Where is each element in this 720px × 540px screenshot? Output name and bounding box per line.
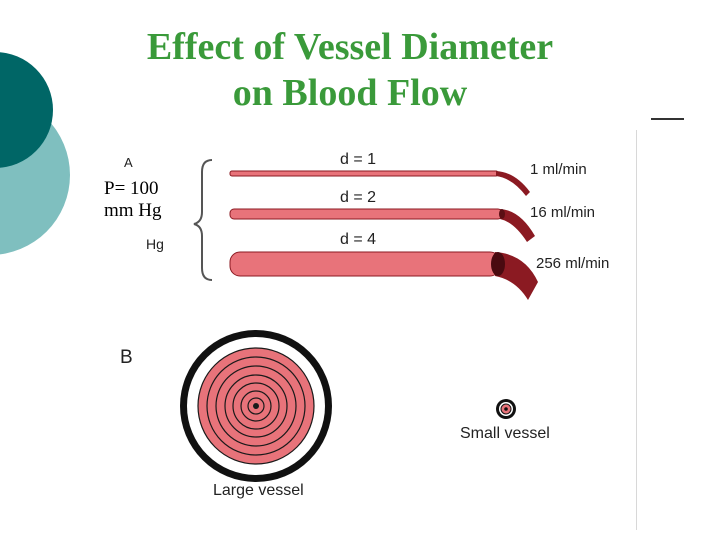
pressure-line-2: mm Hg	[104, 200, 162, 221]
decorative-line	[651, 118, 684, 120]
small-vessel-cross-section	[496, 399, 516, 419]
title-line-2: on Blood Flow	[232, 72, 468, 114]
vessel-d1	[229, 170, 530, 196]
large-vessel-cross-section	[180, 330, 332, 482]
dark-teal-circle	[0, 52, 53, 168]
vessel-d4	[229, 251, 538, 300]
pressure-label: P= 100 mm Hg	[104, 178, 162, 222]
vessel-2-diameter-label: d = 2	[340, 189, 377, 206]
vessel-tubes-diagram	[193, 159, 538, 300]
vessel-3-flow-label: 256 ml/min	[536, 255, 610, 272]
figure-edge-line	[636, 130, 637, 530]
slide-title: Effect of Vessel Diameter on Blood Flow	[0, 24, 700, 116]
vessel-1-diameter-label: d = 1	[340, 151, 377, 168]
vessel-3-diameter-label: d = 4	[340, 231, 377, 248]
brace	[193, 159, 213, 281]
vessel-2-flow-label: 16 ml/min	[530, 204, 596, 221]
figure-b-label: B	[120, 347, 133, 368]
figure-a-label: A	[124, 155, 133, 170]
title-line-1: Effect of Vessel Diameter	[146, 26, 554, 68]
large-vessel-label: Large vessel	[213, 482, 304, 499]
small-vessel-label: Small vessel	[460, 425, 550, 442]
pressure-unit-label: Hg	[146, 236, 164, 252]
pressure-line-1: P= 100	[104, 178, 159, 199]
vessel-1-flow-label: 1 ml/min	[530, 161, 587, 178]
decorative-circles	[0, 52, 70, 255]
vessel-d2	[229, 208, 535, 242]
